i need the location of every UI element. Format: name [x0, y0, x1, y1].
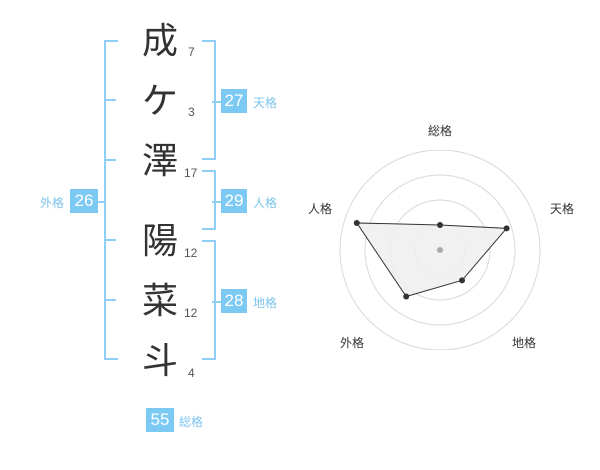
chikaku-value: 28	[221, 289, 247, 313]
name-char-1: 成	[141, 21, 178, 62]
bracket-tick	[106, 239, 116, 241]
jinkaku-label: 人格	[253, 196, 278, 210]
name-char-5: 菜	[141, 281, 178, 322]
radar-axis-label-jinkaku: 人格	[308, 202, 333, 216]
radar-ring	[364, 174, 516, 326]
gaikaku-value: 26	[70, 189, 98, 213]
bracket-tick	[94, 201, 104, 203]
radar-axis-label-chikaku: 地格	[512, 336, 537, 350]
stroke-count-1: 7	[188, 45, 195, 59]
name-char-3: 澤	[141, 141, 178, 182]
radar-axis-label-gaikaku: 外格	[340, 336, 365, 350]
radar-shape	[355, 222, 508, 298]
bracket-tick	[106, 299, 116, 301]
bracket-tick	[106, 159, 116, 161]
soukaku-label: 総格	[179, 415, 204, 429]
stroke-count-2: 3	[188, 105, 195, 119]
radar-point-1	[437, 222, 443, 228]
tenkaku-bracket	[202, 40, 216, 160]
stroke-count-4: 12	[184, 246, 198, 260]
radar-point-4	[403, 293, 410, 300]
tenkaku-label: 天格	[253, 96, 278, 110]
name-char-4: 陽	[141, 221, 178, 262]
radar-axis-label-tenkaku: 天格	[550, 202, 575, 216]
bracket-tick	[212, 301, 222, 303]
chikaku-label: 地格	[253, 296, 278, 310]
soukaku-value: 55	[146, 408, 174, 432]
bracket-tick	[212, 101, 222, 103]
radar-point-3	[459, 277, 466, 284]
name-char-2: ケ	[141, 81, 178, 122]
gaikaku-bracket	[104, 40, 118, 360]
stroke-count-6: 4	[188, 366, 195, 380]
name-char-6: 斗	[141, 341, 178, 382]
radar-points	[353, 219, 510, 300]
radar-point-2	[503, 225, 510, 232]
jinkaku-value: 29	[221, 189, 247, 213]
radar-chart	[339, 150, 541, 350]
bracket-tick	[212, 201, 222, 203]
tenkaku-value: 27	[221, 89, 247, 113]
radar-center-point	[437, 247, 443, 253]
radar-axis-label-soukaku: 総格	[428, 124, 453, 138]
radar-ring	[339, 150, 541, 350]
stroke-count-3: 17	[184, 166, 198, 180]
radar-point-5	[353, 219, 360, 226]
jinkaku-bracket	[202, 170, 216, 230]
chikaku-bracket	[202, 240, 216, 360]
bracket-tick	[106, 99, 116, 101]
gaikaku-label: 外格	[40, 196, 65, 210]
radar-polygon	[355, 222, 508, 298]
stroke-count-5: 12	[184, 306, 198, 320]
